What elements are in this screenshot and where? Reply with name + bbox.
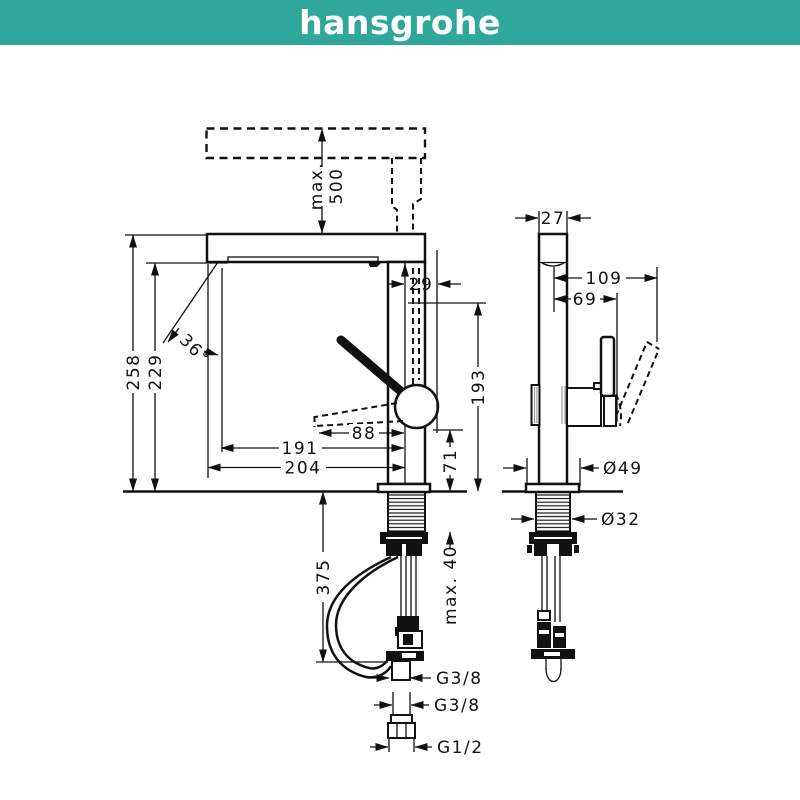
dim-label-g38-hose: G3/8 xyxy=(436,669,483,689)
dim-label-88: 88 xyxy=(352,424,377,444)
dim-label-29: 29 xyxy=(409,275,434,295)
dim-label-193: 193 xyxy=(469,369,489,406)
handle-alt-position-dashed xyxy=(314,402,398,418)
union-nut xyxy=(387,714,416,739)
base-and-shank-front xyxy=(376,482,432,556)
dim-label-375: 375 xyxy=(314,559,334,596)
cartridge-housing xyxy=(566,387,602,427)
dim-outlet-height-193: 193 xyxy=(408,302,489,492)
handle-lever xyxy=(336,335,416,405)
dim-hose-connection-g38: G3/8 xyxy=(368,669,483,689)
dim-body-depth-27: 27 xyxy=(515,209,591,233)
side-lever xyxy=(599,335,616,398)
side-body xyxy=(537,232,569,486)
dim-label-27: 27 xyxy=(541,209,566,229)
hose-connector-block xyxy=(397,616,419,630)
spout-bar xyxy=(205,232,427,267)
pullout-spout-raised-dashed xyxy=(205,127,427,232)
side-lever-alt-dashed xyxy=(615,341,660,427)
dim-label-500: 500 xyxy=(327,168,347,205)
dim-label-dia32: Ø32 xyxy=(601,510,641,530)
front-view: max. 500 36° xyxy=(123,127,489,689)
dim-hose-375: 375 xyxy=(314,491,388,663)
dim-label-204: 204 xyxy=(285,459,322,479)
dim-base-connection-g12: G1/2 xyxy=(370,738,484,758)
dim-shank-dia-32: Ø32 xyxy=(511,510,641,530)
dim-label-191: 191 xyxy=(282,439,319,459)
outlet-tube xyxy=(391,660,411,681)
dim-label-258: 258 xyxy=(124,354,144,391)
hose-end-u xyxy=(545,667,562,683)
base-and-shank-side xyxy=(524,482,581,556)
handle xyxy=(313,335,440,430)
dim-handle-reach-group: 109 69 xyxy=(553,267,658,422)
dim-label-69: 69 xyxy=(573,290,598,310)
threaded-shank xyxy=(387,491,426,533)
bottom-connection-detail: G3/8 G1/2 xyxy=(370,692,484,758)
dim-label-g12: G1/2 xyxy=(437,738,484,758)
dim-label-71: 71 xyxy=(441,449,461,474)
dim-heights: 258 229 xyxy=(124,234,228,492)
base-flange xyxy=(376,482,432,494)
extension-lines-front xyxy=(207,264,223,478)
supply-pipes-front xyxy=(386,556,424,681)
dim-label-dia49: Ø49 xyxy=(603,459,643,479)
dim-counter-max-40: max. 40 xyxy=(441,531,461,625)
dim-label-229: 229 xyxy=(146,354,166,391)
swivel-angle-indicator: 36° xyxy=(162,261,219,369)
faucet-body xyxy=(386,260,427,486)
dim-base-dia-49: Ø49 xyxy=(503,458,643,486)
supply-pipes-side xyxy=(531,556,575,683)
side-view: 27 109 69 xyxy=(502,209,660,683)
aerator-nub xyxy=(368,262,382,267)
pullout-hose-loop xyxy=(325,555,399,679)
dim-reach-group: 88 191 204 xyxy=(207,424,406,479)
dim-supply-connection-g38: G3/8 xyxy=(374,696,481,716)
aerator-arc xyxy=(541,262,565,267)
dim-pullout-max-500: max. 500 xyxy=(307,128,347,234)
dim-spray-head-29: 29 xyxy=(388,250,461,433)
side-handle xyxy=(530,335,660,427)
handle-knob xyxy=(393,383,440,430)
dim-handle-height-71: 71 xyxy=(433,429,463,492)
brand-banner: hansgrohe xyxy=(0,0,800,45)
dim-label-109: 109 xyxy=(586,269,623,289)
dim-label-g38-supply: G3/8 xyxy=(434,696,481,716)
dim-label-max: max. xyxy=(307,162,327,210)
hansgrohe-logo: hansgrohe xyxy=(299,3,501,42)
dim-label-max40: max. 40 xyxy=(441,545,461,625)
